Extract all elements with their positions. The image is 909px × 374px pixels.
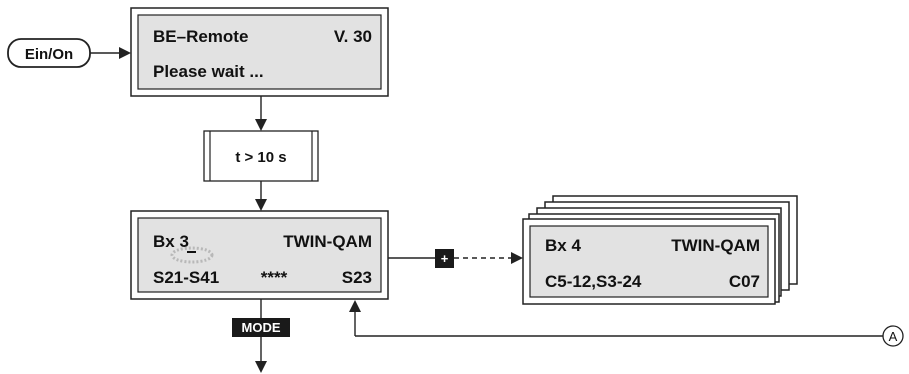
plus-arrow-head [511,252,523,264]
blink-indicator-icon [170,246,214,264]
delay-to-main-head [255,199,267,211]
callout-a-label: A [889,329,898,344]
next-display-line2-left: C5-12,S3-24 [545,272,642,291]
mode-down-head [255,361,267,373]
power-arrow-head [119,47,131,59]
delay-box-label: t > 10 s [235,149,286,166]
next-display-line2-right: C07 [729,272,760,291]
return-arrow-head [349,300,361,312]
plus-key[interactable]: + [435,249,454,268]
main-display-line1-right: TWIN-QAM [283,232,372,251]
startup-to-delay-head [255,119,267,131]
next-display-stack: Bx 4 TWIN-QAM C5-12,S3-24 C07 [522,195,798,305]
mode-key[interactable]: MODE [232,318,290,337]
main-display-line2-left: S21-S41 [153,268,219,287]
startup-display-line2: Please wait ... [153,62,264,81]
startup-display-line1-right: V. 30 [334,27,372,46]
startup-display-line1-left: BE–Remote [153,27,248,46]
power-on-button-label: Ein/On [25,46,73,63]
main-display-line2-mid: **** [261,268,288,287]
main-display-line2-right: S23 [342,268,372,287]
main-display: Bx 3 TWIN-QAM S21-S41 **** S23 [130,210,389,300]
callout-a: A [882,325,904,347]
plus-key-label: + [441,251,449,266]
delay-box: t > 10 s [203,130,319,182]
startup-display: BE–Remote V. 30 Please wait ... [130,7,389,97]
power-on-button[interactable]: Ein/On [7,38,91,68]
main-display-line1-left: Bx 3 [153,232,189,251]
next-display-line1-right: TWIN-QAM [671,236,760,255]
next-display-line1-left: Bx 4 [545,236,581,255]
mode-key-label: MODE [242,320,281,335]
